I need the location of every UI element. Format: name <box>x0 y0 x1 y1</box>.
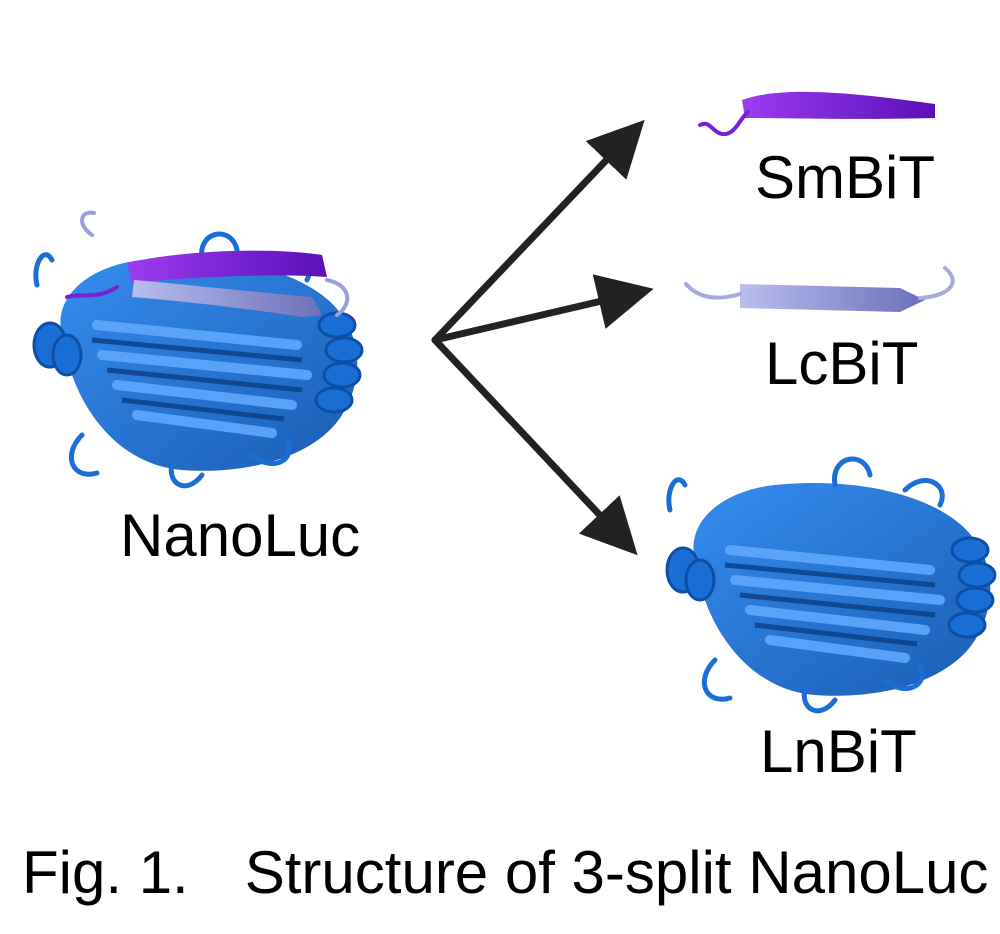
arrow-to-lnbit <box>431 336 638 556</box>
figure-caption: Fig. 1.Structure of 3-split NanoLuc <box>22 843 988 903</box>
nanoluc-structure-image <box>34 210 362 486</box>
split-arrows <box>431 119 654 556</box>
figure-number: Fig. 1. <box>22 839 189 906</box>
lnbit-structure-image <box>667 459 995 711</box>
smbit-structure-image <box>698 91 935 137</box>
figure-title: Structure of 3-split NanoLuc <box>244 839 989 906</box>
lcbit-structure-image <box>684 266 955 312</box>
lnbit-label: LnBiT <box>760 718 917 785</box>
nanoluc-label: NanoLuc <box>120 502 361 569</box>
smbit-label: SmBiT <box>755 144 935 211</box>
arrow-to-lcbit <box>431 274 654 344</box>
arrow-to-smbit <box>431 119 645 344</box>
lcbit-label: LcBiT <box>765 330 919 397</box>
